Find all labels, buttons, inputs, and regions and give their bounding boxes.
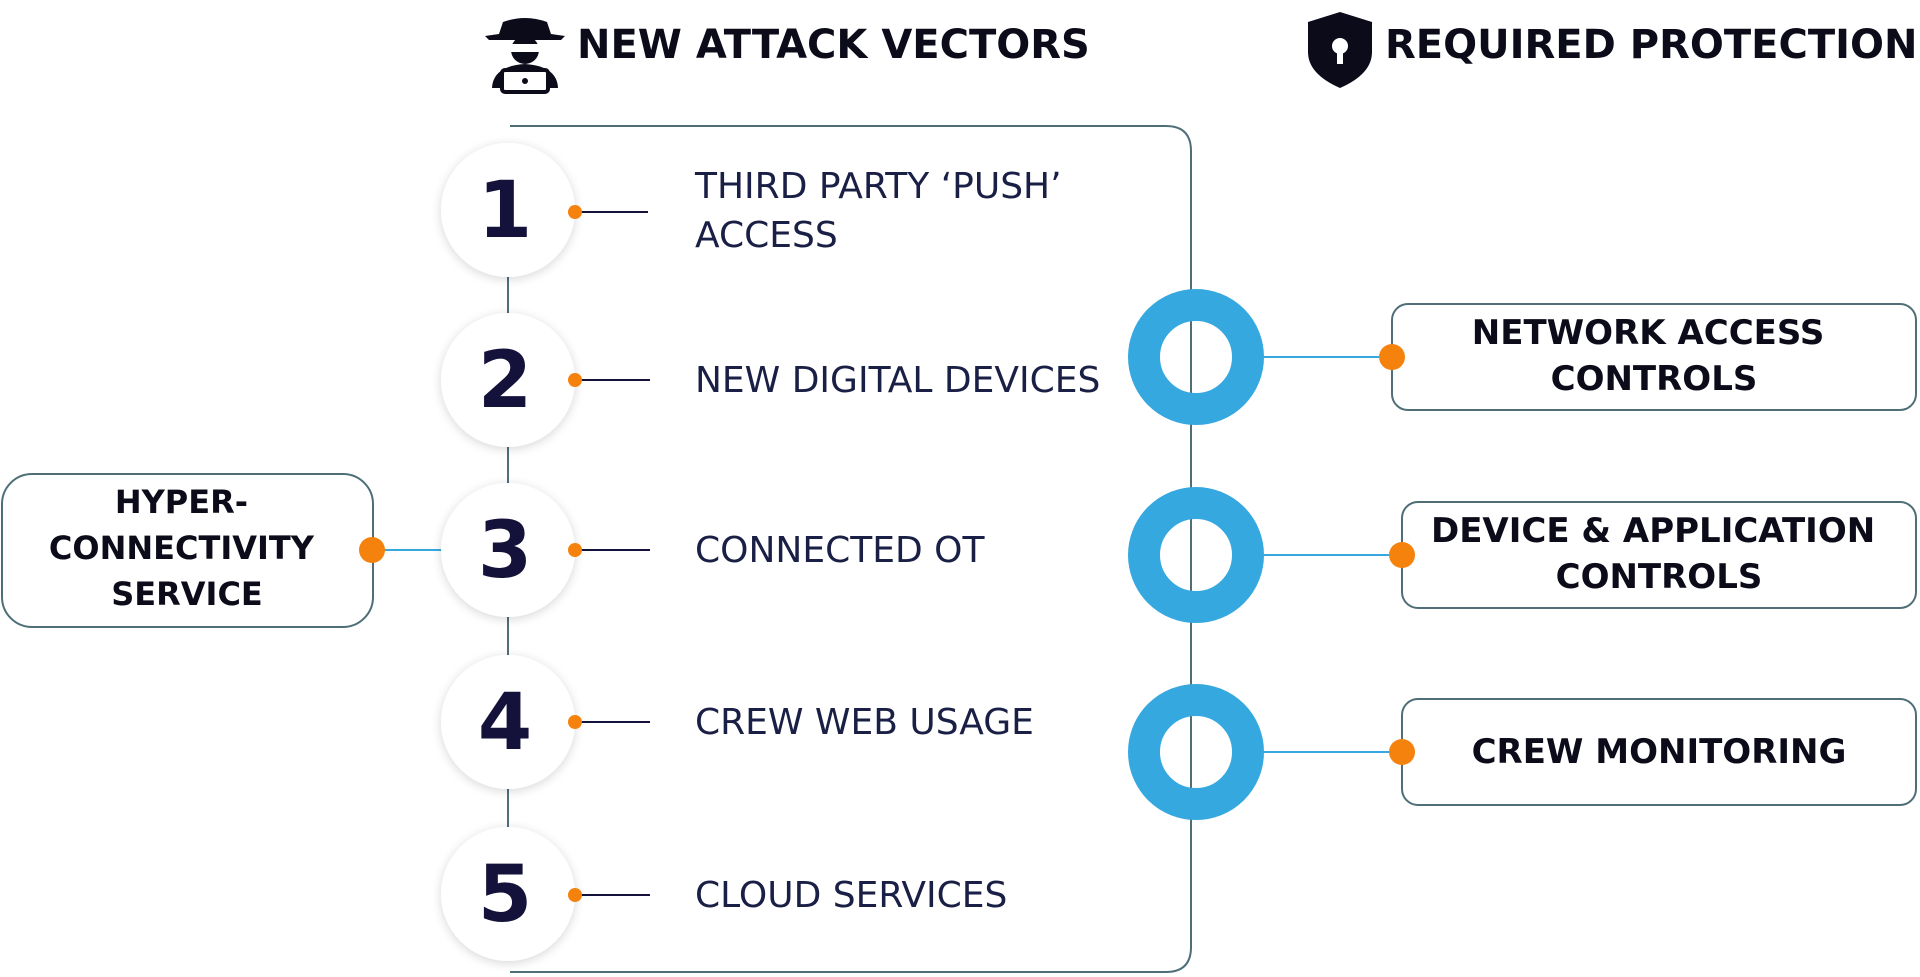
vector-pointer-dot (568, 373, 582, 387)
hacker-icon (485, 18, 565, 94)
protection-item-1: NETWORK ACCESS CONTROLS (1128, 289, 1917, 425)
vector-number: 3 (478, 506, 532, 596)
protection-connector-dot (1379, 344, 1405, 370)
protection-ring (1128, 684, 1264, 820)
vector-item-5: 5 CLOUD SERVICES (441, 827, 1007, 961)
service-label: HYPER- CONNECTIVITY SERVICE (49, 483, 325, 613)
vector-pointer-dot (568, 205, 582, 219)
protection-header: REQUIRED PROTECTION (1308, 12, 1917, 88)
attack-header: NEW ATTACK VECTORS (485, 18, 1090, 94)
protection-ring (1128, 289, 1264, 425)
protection-ring (1128, 487, 1264, 623)
vector-label: THIRD PARTY ‘PUSH’ ACCESS (694, 166, 1073, 256)
protection-header-title: REQUIRED PROTECTION (1385, 22, 1917, 68)
vector-item-3: 3 CONNECTED OT (441, 483, 985, 617)
protection-label: DEVICE & APPLICATION CONTROLS (1431, 511, 1887, 597)
number-circle (441, 143, 575, 277)
vector-panel-outline (510, 125, 1192, 973)
protection-connector-dot (1389, 542, 1415, 568)
vector-number: 4 (478, 678, 532, 768)
vector-pointer-dot (568, 543, 582, 557)
hyper-connectivity-service: HYPER- CONNECTIVITY SERVICE (1, 473, 445, 628)
protection-label: NETWORK ACCESS CONTROLS (1472, 313, 1836, 399)
protection-item-3: CREW MONITORING (1128, 684, 1917, 820)
vector-label: CREW WEB USAGE (695, 702, 1034, 743)
number-circle (441, 655, 575, 789)
vector-label: CLOUD SERVICES (695, 875, 1007, 916)
vector-pointer-dot (568, 888, 582, 902)
vector-label: NEW DIGITAL DEVICES (695, 360, 1100, 401)
vector-pointer-dot (568, 715, 582, 729)
number-circle (441, 827, 575, 961)
protection-label: CREW MONITORING (1472, 732, 1847, 772)
vector-item-1: 1 THIRD PARTY ‘PUSH’ ACCESS (441, 143, 1073, 277)
vector-number: 1 (478, 166, 532, 256)
attack-header-title: NEW ATTACK VECTORS (577, 22, 1090, 68)
protection-connector-dot (1389, 739, 1415, 765)
vector-number: 5 (478, 850, 532, 940)
number-circle (441, 313, 575, 447)
protection-item-2: DEVICE & APPLICATION CONTROLS (1128, 487, 1917, 623)
vector-item-2: 2 NEW DIGITAL DEVICES (441, 313, 1100, 447)
number-circle (441, 483, 575, 617)
vector-label: CONNECTED OT (695, 530, 985, 571)
service-connector-dot (359, 537, 385, 563)
vector-number: 2 (478, 336, 532, 426)
vector-item-4: 4 CREW WEB USAGE (441, 655, 1034, 789)
